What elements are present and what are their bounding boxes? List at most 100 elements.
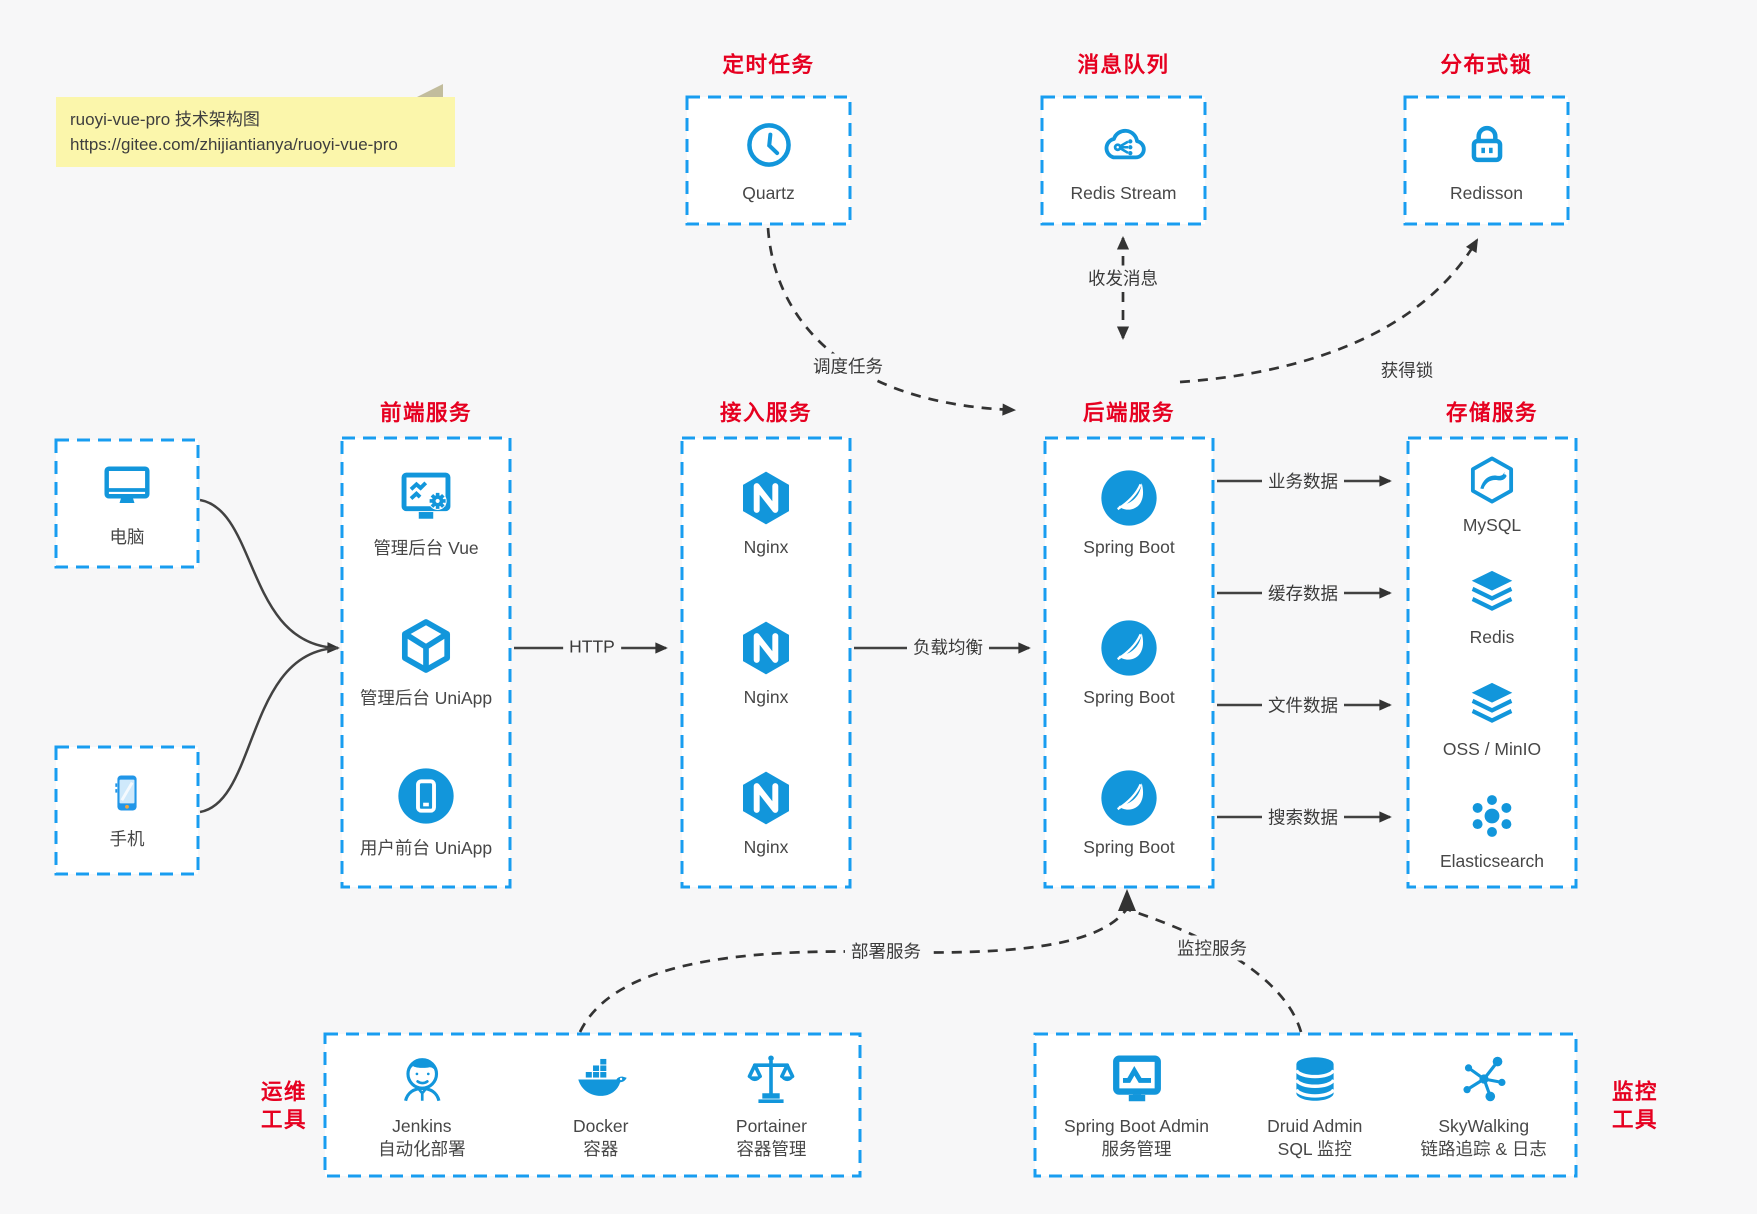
nginx-icon <box>735 467 797 529</box>
edge-phone-frontend <box>199 646 339 814</box>
oss-minio-icon <box>1465 677 1519 731</box>
node-redisson: Redisson <box>1405 97 1568 224</box>
spring-icon <box>1098 617 1160 679</box>
node-admin-uniapp: 管理后台 UniApp <box>360 615 492 710</box>
edge-label-cache-data: 缓存数据 <box>1262 580 1344 606</box>
node-user-uniapp: 用户前台 UniApp <box>360 765 492 860</box>
smartphone-icon <box>104 770 150 816</box>
node-mysql: MySQL <box>1463 453 1521 536</box>
node-label: Docker <box>573 1115 629 1136</box>
node-label: Elasticsearch <box>1439 851 1545 872</box>
edge-label-search-data: 搜索数据 <box>1262 804 1344 830</box>
node-sublabel: 自动化部署 <box>378 1138 466 1159</box>
node-label: Nginx <box>743 686 789 707</box>
docker-icon <box>572 1050 630 1108</box>
node-label: Quartz <box>742 182 795 203</box>
edge-deploy <box>578 909 1128 1033</box>
jenkins-icon <box>393 1050 451 1108</box>
node-label: 管理后台 UniApp <box>359 687 493 708</box>
node-label: Spring Boot <box>1083 686 1175 707</box>
node-label: 手机 <box>109 829 145 849</box>
node-label: 电脑 <box>109 527 145 547</box>
node-redis-stream: Redis Stream <box>1042 97 1205 224</box>
node-pc: 电脑 <box>56 440 198 567</box>
title-distributed-lock: 分布式锁 <box>1440 53 1533 77</box>
node-spring-boot-1: Spring Boot <box>1083 467 1175 558</box>
nginx-icon <box>735 767 797 829</box>
note-title: ruoyi-vue-pro 技术架构图 <box>70 110 260 129</box>
title-scheduled-tasks: 定时任务 <box>722 53 815 77</box>
edge-acquire-lock <box>1179 238 1479 384</box>
edge-label-deploy: 部署服务 <box>845 938 927 964</box>
edge-label-file-data: 文件数据 <box>1262 692 1344 718</box>
node-skywalking: SkyWalking 链路追踪 & 日志 <box>1421 1050 1547 1161</box>
edge-label-load-balance: 负载均衡 <box>907 634 989 660</box>
nginx-icon <box>735 617 797 679</box>
node-label: 管理后台 Vue <box>373 538 479 559</box>
spring-boot-admin-icon <box>1108 1050 1166 1108</box>
ops-tools-side-label: 运维 工具 <box>260 1080 307 1132</box>
edge-label-message: 收发消息 <box>1082 265 1164 291</box>
monitor-tools-side-label: 监控 工具 <box>1611 1080 1658 1132</box>
lock-icon <box>1460 118 1514 172</box>
node-portainer: Portainer 容器管理 <box>736 1050 807 1161</box>
node-label: Spring Boot <box>1083 836 1175 857</box>
redis-stream-box <box>1040 95 1207 226</box>
node-redis: Redis <box>1465 565 1519 648</box>
node-label: Druid Admin <box>1267 1115 1363 1136</box>
node-quartz: Quartz <box>687 97 850 224</box>
cloud-mq-icon <box>1097 118 1151 172</box>
clock-icon <box>742 118 796 172</box>
node-label: Redis <box>1469 626 1515 647</box>
note-url: https://gitee.com/zhijiantianya/ruoyi-vu… <box>70 135 398 154</box>
deploy-monitor-arrowhead <box>1118 889 1136 911</box>
node-spring-boot-admin: Spring Boot Admin 服务管理 <box>1064 1050 1209 1161</box>
node-label: Redis Stream <box>1070 182 1177 203</box>
node-label: Nginx <box>743 537 789 558</box>
node-label: Jenkins <box>392 1115 452 1136</box>
node-label: Portainer <box>735 1115 807 1136</box>
node-admin-vue: 管理后台 Vue <box>373 465 479 560</box>
phone-box <box>54 745 200 876</box>
sticky-note: ruoyi-vue-pro 技术架构图 https://gitee.com/zh… <box>56 84 455 167</box>
node-sublabel: SQL 监控 <box>1277 1138 1352 1159</box>
druid-icon <box>1286 1050 1344 1108</box>
cube-icon <box>395 615 457 677</box>
backend-column: Spring Boot Spring Boot Spring Boot <box>1045 438 1213 887</box>
elasticsearch-icon <box>1465 789 1519 843</box>
mobile-app-icon <box>395 765 457 827</box>
admin-vue-icon <box>395 465 457 527</box>
title-storage: 存储服务 <box>1445 401 1538 425</box>
redisson-box <box>1403 95 1570 226</box>
edge-schedule-tasks <box>766 227 1017 416</box>
access-column: Nginx Nginx Nginx <box>682 438 850 887</box>
edge-label-schedule: 调度任务 <box>807 353 889 379</box>
node-druid-admin: Druid Admin SQL 监控 <box>1267 1050 1362 1161</box>
title-frontend: 前端服务 <box>379 401 472 425</box>
title-backend: 后端服务 <box>1082 401 1175 425</box>
storage-column: MySQL Redis OSS / MinIO Elasticsearch <box>1408 438 1576 887</box>
node-label: Spring Boot Admin <box>1064 1115 1209 1136</box>
node-spring-boot-2: Spring Boot <box>1083 617 1175 708</box>
node-oss-minio: OSS / MinIO <box>1443 677 1541 760</box>
node-nginx-1: Nginx <box>735 467 797 558</box>
portainer-icon <box>742 1050 800 1108</box>
pc-box <box>54 438 200 569</box>
desktop-icon <box>99 458 155 514</box>
edge-label-http: HTTP <box>563 636 621 658</box>
node-sublabel: 服务管理 <box>1101 1138 1172 1159</box>
monitor-tools-group: Spring Boot Admin 服务管理 Druid Admin SQL 监… <box>1035 1034 1576 1176</box>
edge-computer-frontend <box>199 498 340 654</box>
node-label: OSS / MinIO <box>1442 739 1542 760</box>
node-elasticsearch: Elasticsearch <box>1440 789 1544 872</box>
spring-icon <box>1098 467 1160 529</box>
node-label: Redisson <box>1450 182 1523 203</box>
node-label: Nginx <box>743 836 789 857</box>
spring-icon <box>1098 767 1160 829</box>
edge-label-business-data: 业务数据 <box>1262 468 1344 494</box>
node-jenkins: Jenkins 自动化部署 <box>378 1050 466 1161</box>
node-docker: Docker 容器 <box>572 1050 630 1161</box>
mysql-icon <box>1465 453 1519 507</box>
